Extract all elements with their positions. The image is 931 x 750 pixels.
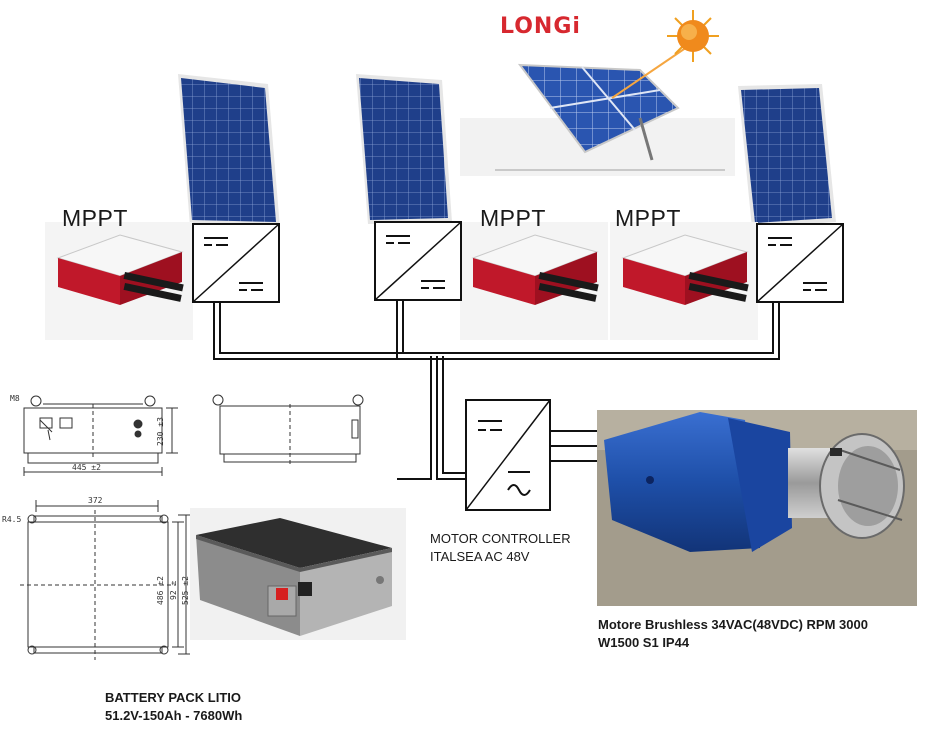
sun-icon: [611, 10, 719, 99]
battery-pack-3d: [190, 508, 406, 640]
solar-panel-3: [738, 84, 836, 228]
battery-terminal-positive-icon: [276, 588, 288, 600]
motor-label-line1: Motore Brushless 34VAC(48VDC) RPM 3000: [598, 617, 868, 632]
motor-controller-label: MOTOR CONTROLLER ITALSEA AC 48V: [430, 530, 571, 566]
mppt-label-3: MPPT: [615, 205, 681, 231]
motor-controller-inverter: [465, 399, 551, 511]
battery-label-line2: 51.2V-150Ah - 7680Wh: [105, 708, 243, 723]
battery-drawing-side-view: [212, 394, 364, 466]
longi-tilted-panel: [460, 63, 735, 176]
dc-dc-converter-1: [192, 223, 280, 303]
mppt-box-3: [610, 222, 758, 340]
battery-drawing-plan-view: [20, 500, 190, 660]
battery-label: BATTERY PACK LITIO 51.2V-150Ah - 7680Wh: [105, 689, 242, 725]
dim-height-side: 230 ±3: [156, 417, 165, 446]
dim-depth-outer: 525 ±2: [181, 576, 190, 605]
dc-dc-converter-3: [756, 223, 844, 303]
mppt-box-1: [45, 222, 193, 340]
motor-controller-label-line1: MOTOR CONTROLLER: [430, 531, 571, 546]
dc-bus-wiring: [213, 296, 780, 480]
battery-label-line1: BATTERY PACK LITIO: [105, 690, 242, 705]
battery-terminal-negative-icon: [298, 582, 312, 596]
mppt-label-1: MPPT: [62, 205, 128, 231]
longi-logo: LONGi: [500, 14, 581, 39]
dim-hole: R4.5: [2, 515, 21, 524]
dim-depth-inner: 486 ±2: [156, 576, 165, 605]
dim-bolt: M8: [10, 394, 20, 403]
dim-width-plan: 372: [88, 496, 103, 505]
motor-label-line2: W1500 S1 IP44: [598, 635, 690, 650]
dim-depth-mid: 92 ±: [169, 581, 178, 600]
battery-drawing-top-view: [23, 395, 178, 476]
mppt-label-2: MPPT: [480, 205, 546, 231]
brushless-motor: [597, 410, 917, 606]
solar-panel-2: [356, 74, 452, 224]
dim-width-top: 445 ±2: [72, 463, 101, 472]
motor-label: Motore Brushless 34VAC(48VDC) RPM 3000 W…: [598, 616, 868, 652]
motor-controller-label-line2: ITALSEA AC 48V: [430, 549, 530, 564]
solar-panel-1: [178, 74, 280, 228]
dc-dc-converter-2: [374, 221, 462, 301]
mppt-box-2: [460, 222, 608, 340]
battery-drawing-dimensions: M8 445 ±2 230 ±3 372 R4.5 486 ±2 92 ± 52…: [2, 394, 190, 605]
